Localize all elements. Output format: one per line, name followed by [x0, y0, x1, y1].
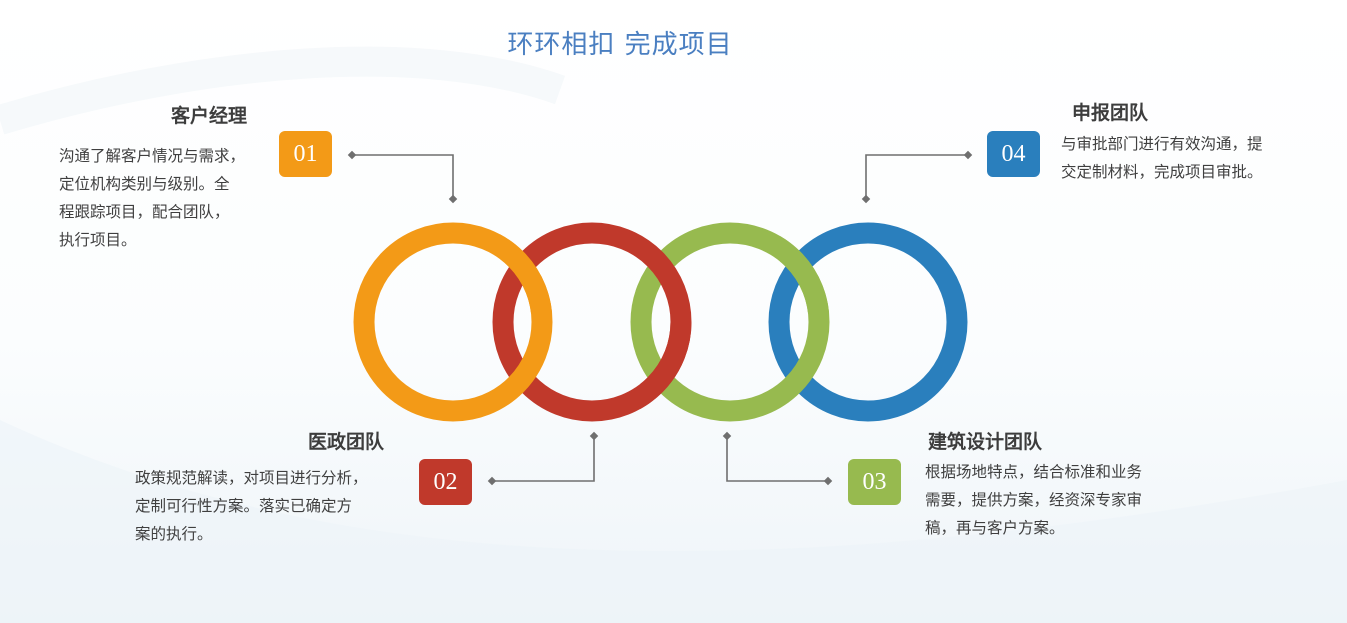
step-03-line: 根据场地特点，结合标准和业务: [925, 463, 1143, 481]
step-02-badge: 02: [419, 459, 472, 505]
step-01-badge: 01: [279, 131, 332, 177]
step-02-description: 政策规范解读，对项目进行分析， 定制可行性方案。落实已确定方 案的执行。: [135, 464, 368, 548]
connector-dot: [861, 194, 871, 204]
connector-02: [492, 436, 595, 482]
ring-green: [630, 222, 830, 422]
step-02-line: 定制可行性方案。落实已确定方: [135, 497, 353, 515]
connector-04: [865, 154, 968, 199]
step-04-line: 与审批部门进行有效沟通，提: [1061, 135, 1263, 153]
step-02-heading: 医政团队: [308, 431, 385, 453]
ring-orange: [353, 222, 553, 422]
connector-dot: [448, 194, 458, 204]
step-02-line: 案的执行。: [135, 525, 213, 543]
step-03-line: 需要，提供方案，经资深专家审: [925, 491, 1143, 509]
ring-blue: [768, 222, 968, 422]
connector-dot: [963, 150, 973, 160]
step-01-heading: 客户经理: [171, 105, 248, 127]
connector-dot: [347, 150, 357, 160]
connector-01: [352, 154, 454, 199]
step-02-line: 政策规范解读，对项目进行分析，: [135, 469, 368, 487]
step-01-line: 执行项目。: [59, 231, 137, 249]
step-04-heading: 申报团队: [1072, 102, 1149, 124]
step-03-description: 根据场地特点，结合标准和业务 需要，提供方案，经资深专家审 稿，再与客户方案。: [925, 458, 1142, 542]
connector-dot: [589, 431, 599, 441]
step-01-line: 程跟踪项目，配合团队，: [59, 203, 230, 221]
page-title: 环环相扣 完成项目: [507, 30, 733, 60]
step-01-description: 沟通了解客户情况与需求， 定位机构类别与级别。全 程跟踪项目，配合团队， 执行项…: [59, 142, 245, 254]
connector-dot: [823, 476, 833, 486]
step-01-line: 定位机构类别与级别。全: [59, 175, 230, 193]
step-03-line: 稿，再与客户方案。: [925, 519, 1065, 537]
step-04-line: 交定制材料，完成项目审批。: [1061, 163, 1263, 181]
connector-03: [726, 436, 828, 482]
step-03-heading: 建筑设计团队: [928, 431, 1043, 453]
step-03-badge: 03: [848, 459, 901, 505]
connector-dot: [487, 476, 497, 486]
step-04-badge: 04: [987, 131, 1040, 177]
connector-dot: [722, 431, 732, 441]
step-01-line: 沟通了解客户情况与需求，: [59, 147, 246, 165]
step-04-description: 与审批部门进行有效沟通，提 交定制材料，完成项目审批。: [1061, 130, 1263, 186]
